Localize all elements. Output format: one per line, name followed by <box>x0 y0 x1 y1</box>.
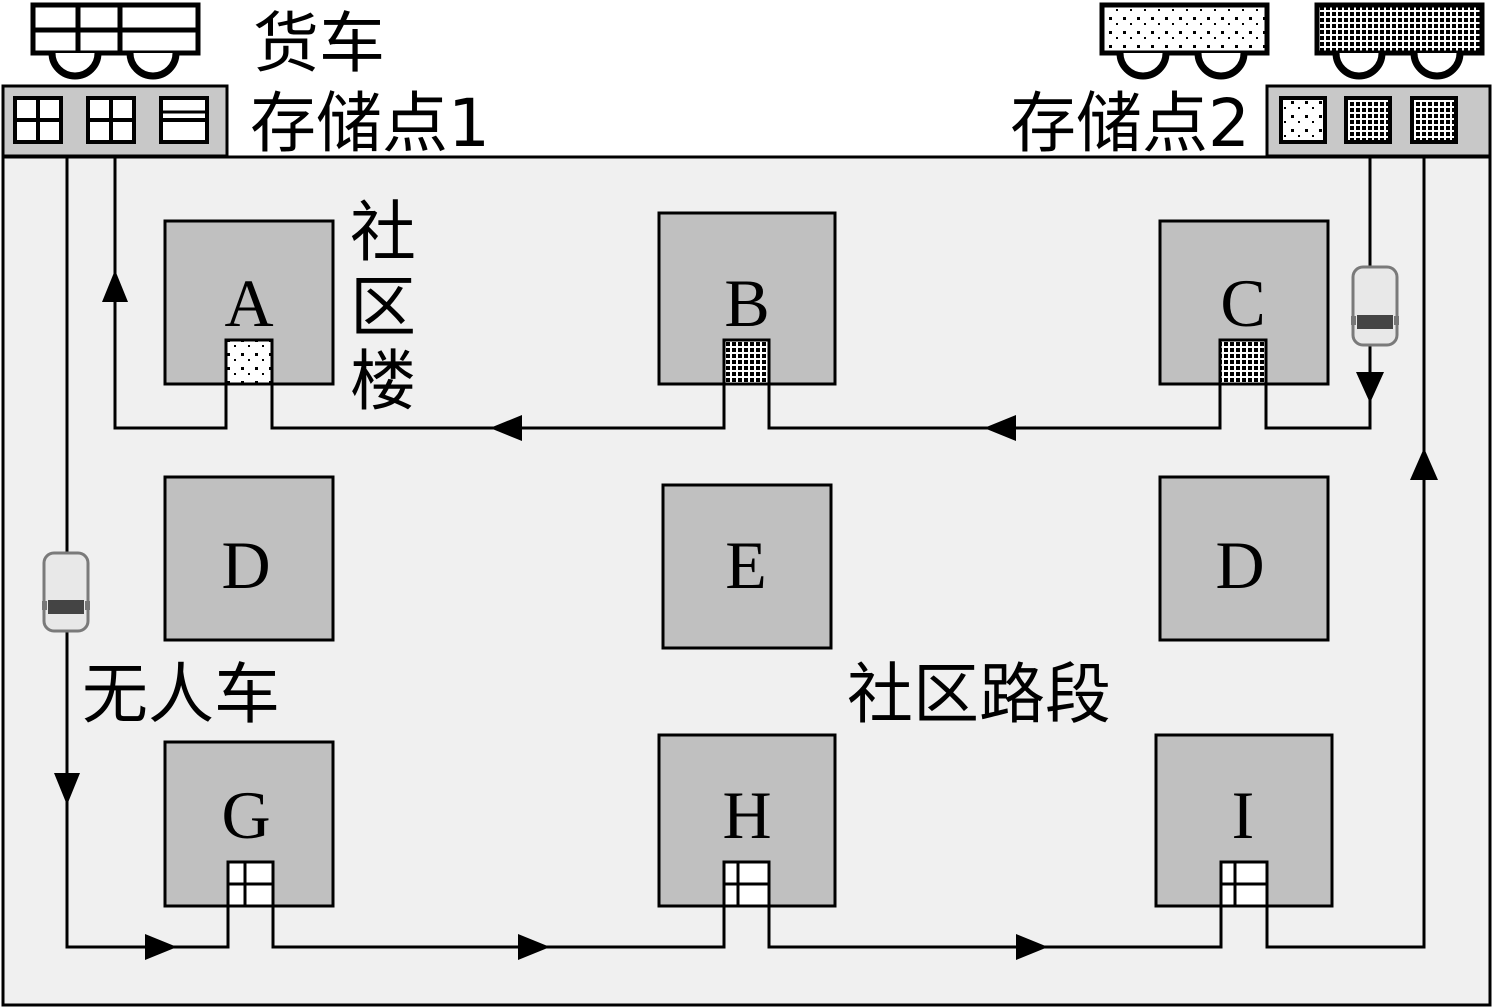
building-label: A <box>224 265 273 341</box>
building-g: G <box>163 740 335 908</box>
truck-icon <box>1099 2 1270 80</box>
dense-locker-icon <box>722 338 771 386</box>
dots-locker-icon <box>224 338 274 386</box>
arrow-down-icon <box>1356 372 1384 403</box>
grid-locker-icon <box>722 860 771 908</box>
community-building-label-1: 社 <box>350 194 416 271</box>
storage-point-2 <box>1265 84 1492 158</box>
community-building-label-2: 区 <box>350 269 416 346</box>
arrow-right-icon <box>1016 934 1048 960</box>
arrow-right-icon <box>518 934 550 960</box>
arrow-right-icon <box>145 934 177 960</box>
grid-locker-icon <box>1219 860 1269 908</box>
building-b: B <box>657 211 837 386</box>
building-label: E <box>725 527 767 603</box>
building-label: H <box>722 777 771 853</box>
arrow-left-icon <box>984 415 1016 441</box>
route-arrows <box>54 270 1438 960</box>
dense-locker-icon <box>1218 338 1268 386</box>
building-label: D <box>221 527 270 603</box>
arrow-up-icon <box>102 270 128 302</box>
arrow-down-icon <box>54 773 80 805</box>
building-d-right: D <box>1158 475 1330 642</box>
unmanned-vehicle-icon <box>1351 265 1399 347</box>
building-label: G <box>221 777 270 853</box>
building-h: H <box>657 733 837 908</box>
unmanned-vehicle-icon <box>42 551 90 633</box>
storage-point-2-label: 存储点2 <box>1010 85 1250 162</box>
building-label: D <box>1215 527 1264 603</box>
building-d-left: D <box>163 475 335 642</box>
grid-package-icon <box>86 96 136 144</box>
building-a: A <box>163 219 335 386</box>
grid-package-icon <box>13 96 63 144</box>
dense-package-icon <box>1344 96 1392 144</box>
building-label: I <box>1232 777 1255 853</box>
truck-icon <box>1314 2 1485 80</box>
truck-label: 货车 <box>253 5 385 82</box>
truck-icon <box>30 2 201 80</box>
unmanned-vehicle-label: 无人车 <box>82 656 280 733</box>
dots-package-icon <box>1279 96 1327 144</box>
building-c: C <box>1158 219 1330 386</box>
arrow-up-icon <box>1410 448 1438 480</box>
community-road-label: 社区路段 <box>847 656 1111 733</box>
community-building-label-3: 楼 <box>350 343 416 420</box>
building-label: B <box>724 265 769 341</box>
grid-locker-icon <box>226 860 275 908</box>
building-label: C <box>1220 265 1265 341</box>
building-i: I <box>1154 733 1334 908</box>
storage-point-1-label: 存储点1 <box>250 85 490 162</box>
building-e: E <box>661 483 833 650</box>
grid-package-icon <box>159 96 209 144</box>
storage-point-1 <box>1 84 229 158</box>
dense-package-icon <box>1410 96 1458 144</box>
arrow-left-icon <box>490 415 522 441</box>
